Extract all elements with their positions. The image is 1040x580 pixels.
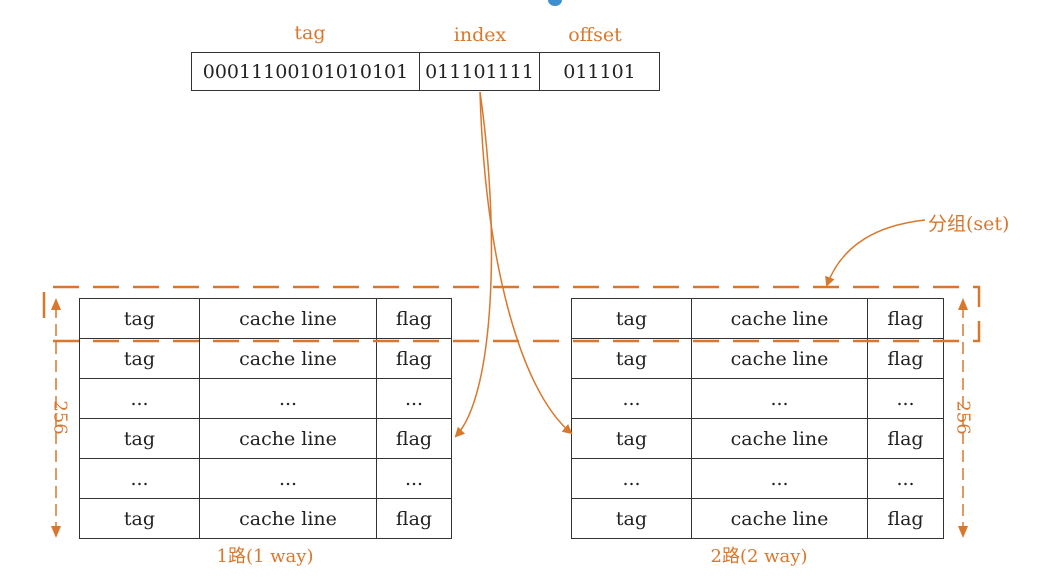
way2-tag-cell: tag bbox=[571, 338, 692, 379]
way2-flag-cell: ... bbox=[867, 458, 944, 499]
way2-cache-line-cell: cache line bbox=[691, 418, 868, 459]
way1-cache-line-cell: cache line bbox=[199, 498, 377, 539]
tag-field-label: tag bbox=[294, 22, 326, 44]
address-index-value: 011101111 bbox=[419, 52, 540, 91]
way2-count-arrow-down bbox=[958, 526, 968, 538]
way2-count-arrow-up bbox=[958, 298, 968, 310]
way1-count-arrow-up bbox=[51, 298, 61, 310]
way1-tag-cell: tag bbox=[79, 338, 200, 379]
way2-cache-line-cell: cache line bbox=[691, 498, 868, 539]
way2-tag-cell: ... bbox=[571, 378, 692, 419]
way1-flag-cell: flag bbox=[376, 298, 452, 339]
set-label-arrow bbox=[825, 219, 926, 287]
address-table: 00011100101010101 011101111 011101 bbox=[191, 52, 660, 91]
index-to-way1-arrow bbox=[454, 91, 493, 438]
index-to-way2-arrow bbox=[479, 91, 573, 435]
way1-tag-cell: tag bbox=[79, 298, 200, 339]
set-label: 分组(set) bbox=[928, 213, 1010, 235]
way2-cache-line-cell: cache line bbox=[691, 338, 868, 379]
decorative-blob-icon bbox=[548, 0, 562, 6]
way1-tag-cell: tag bbox=[79, 418, 200, 459]
way1-flag-cell: flag bbox=[376, 418, 452, 459]
offset-field-label: offset bbox=[568, 24, 622, 46]
way2-tag-cell: tag bbox=[571, 298, 692, 339]
way2-flag-cell: ... bbox=[867, 378, 944, 419]
way2-row: ......... bbox=[571, 378, 944, 419]
way1-row: ......... bbox=[79, 458, 452, 499]
way1-cache-line-cell: ... bbox=[199, 458, 377, 499]
index-field-label: index bbox=[453, 24, 507, 46]
way2-flag-cell: flag bbox=[867, 418, 944, 459]
way2-count-label: 256 bbox=[952, 397, 974, 438]
way1-flag-cell: flag bbox=[376, 498, 452, 539]
way1-row: ......... bbox=[79, 378, 452, 419]
way1-flag-cell: ... bbox=[376, 378, 452, 419]
way2-flag-cell: flag bbox=[867, 498, 944, 539]
address-tag-value: 00011100101010101 bbox=[191, 52, 420, 91]
way2-label: 2路(2 way) bbox=[710, 546, 808, 567]
way1-label: 1路(1 way) bbox=[216, 546, 314, 567]
way1-count-arrow-down bbox=[51, 526, 61, 538]
way2-flag-cell: flag bbox=[867, 338, 944, 379]
way2-row: ......... bbox=[571, 458, 944, 499]
way2-cache-line-cell: cache line bbox=[691, 298, 868, 339]
way2-tag-cell: tag bbox=[571, 418, 692, 459]
way1-cache-line-cell: cache line bbox=[199, 338, 377, 379]
way1-tag-cell: tag bbox=[79, 498, 200, 539]
way1-flag-cell: ... bbox=[376, 458, 452, 499]
address-offset-value: 011101 bbox=[539, 52, 660, 91]
way2-cache-line-cell: ... bbox=[691, 378, 868, 419]
way2-cache-line-cell: ... bbox=[691, 458, 868, 499]
way1-count-label: 256 bbox=[49, 397, 71, 438]
way2-flag-cell: flag bbox=[867, 298, 944, 339]
way1-cache-line-cell: ... bbox=[199, 378, 377, 419]
way1-cache-line-cell: cache line bbox=[199, 418, 377, 459]
way1-tag-cell: ... bbox=[79, 458, 200, 499]
way1-cache-line-cell: cache line bbox=[199, 298, 377, 339]
way1-flag-cell: flag bbox=[376, 338, 452, 379]
way2-tag-cell: tag bbox=[571, 498, 692, 539]
way2-tag-cell: ... bbox=[571, 458, 692, 499]
way1-tag-cell: ... bbox=[79, 378, 200, 419]
